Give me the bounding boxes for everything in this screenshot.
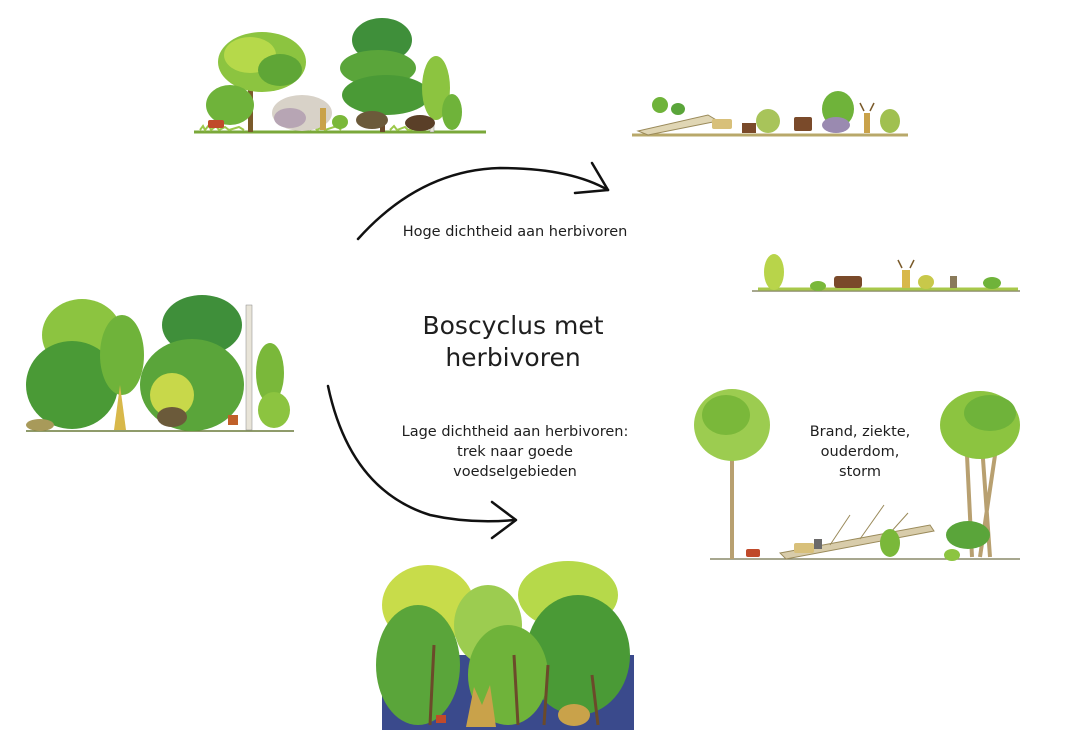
scene-disturbed-forest bbox=[690, 385, 1040, 565]
caption-disturbance-line-1: Brand, ziekte, bbox=[809, 424, 911, 440]
scene-dense-forest bbox=[376, 555, 638, 735]
caption-low-density-line-1: Lage dichtheid aan herbivoren: bbox=[401, 424, 629, 440]
caption-high-density: Hoge dichtheid aan herbivoren bbox=[402, 224, 628, 240]
scene-grazed-shrubland bbox=[628, 85, 913, 145]
grazed-shrubland-illustration bbox=[632, 91, 908, 137]
caption-low-density-line-3: voedselgebieden bbox=[453, 464, 577, 480]
disturbed-forest-illustration bbox=[694, 389, 1020, 561]
caption-low-density: Lage dichtheid aan herbivoren: trek naar… bbox=[375, 422, 655, 482]
caption-low-density-line-2: trek naar goede bbox=[457, 444, 573, 460]
scene-grassland bbox=[748, 240, 1028, 300]
caption-disturbance: Brand, ziekte, ouderdom, storm bbox=[785, 422, 935, 482]
scene-mixed-forest bbox=[22, 285, 307, 435]
arrow-low-density bbox=[326, 384, 518, 540]
open-woodland-illustration bbox=[194, 18, 486, 134]
scene-open-woodland bbox=[190, 10, 490, 140]
dense-forest-illustration bbox=[376, 561, 634, 730]
arrow-high-density bbox=[356, 161, 610, 241]
mixed-forest-illustration bbox=[26, 295, 294, 432]
title-line-2: herbivoren bbox=[445, 343, 581, 372]
title-line-1: Boscyclus met bbox=[422, 311, 604, 340]
caption-disturbance-line-3: storm bbox=[839, 464, 881, 480]
diagram-title: Boscyclus met herbivoren bbox=[398, 310, 628, 374]
caption-disturbance-line-2: ouderdom, bbox=[820, 444, 900, 460]
grassland-illustration bbox=[752, 254, 1020, 292]
